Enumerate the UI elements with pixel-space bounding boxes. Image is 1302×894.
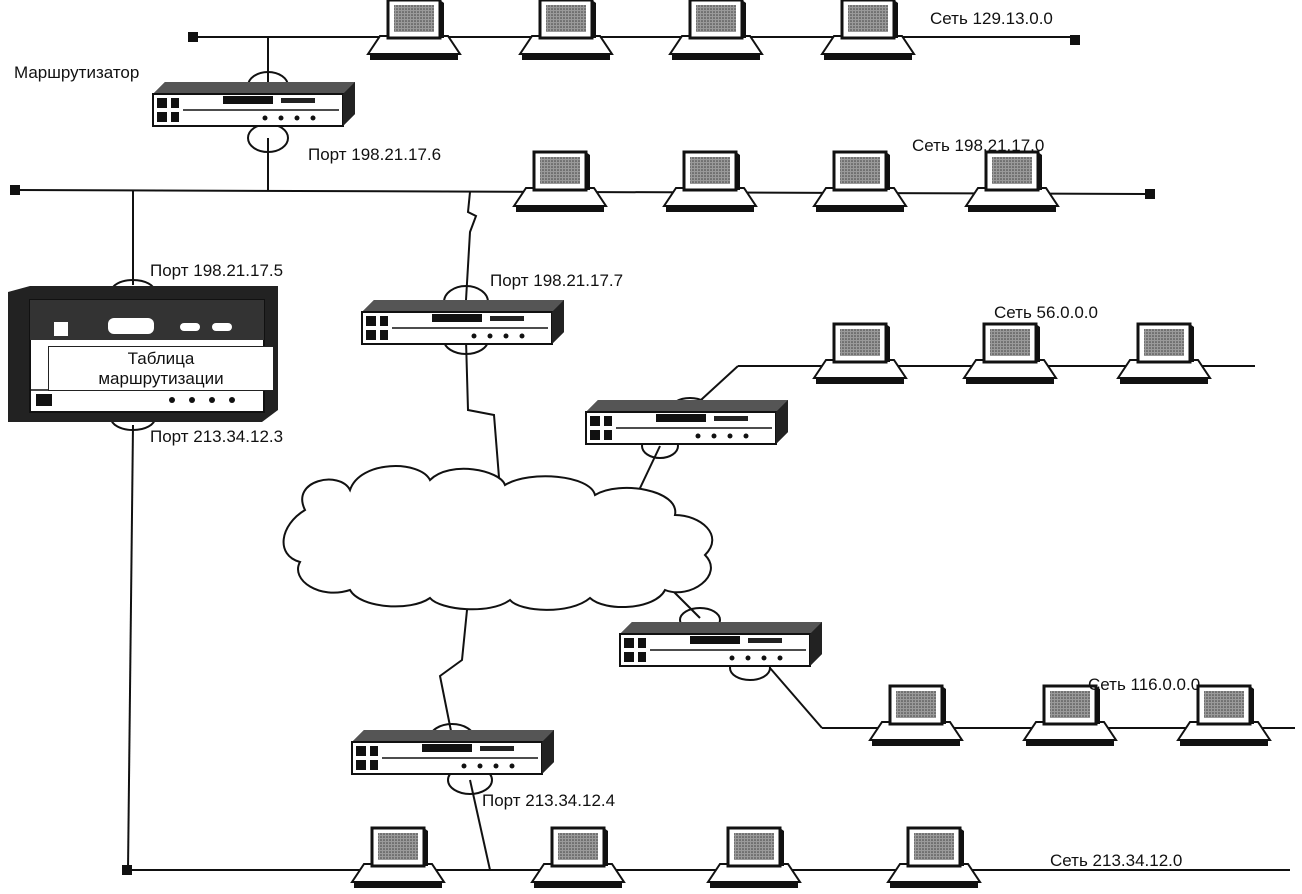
pc-icon — [812, 150, 908, 214]
links — [127, 37, 701, 871]
router-right-lower-icon — [619, 621, 823, 667]
router-label: Маршрутизатор — [14, 63, 140, 82]
routing-table-line2: маршрутизации — [98, 368, 224, 388]
pcs-network-56 — [812, 322, 1212, 386]
router-mid-icon — [361, 299, 565, 345]
network-label-129: Сеть 129.13.0.0 — [930, 9, 1053, 28]
pc-icon — [350, 826, 446, 890]
pcs-network-116 — [868, 684, 1272, 748]
router-top-icon — [152, 81, 356, 127]
pc-icon — [662, 150, 758, 214]
pc-icon — [812, 322, 908, 386]
pc-icon — [868, 684, 964, 748]
port-label-213-4: Порт 213.34.12.4 — [482, 791, 616, 810]
routing-table-label: Таблица маршрутизации — [48, 346, 274, 392]
pc-icon — [886, 826, 982, 890]
router-right-upper-icon — [585, 399, 789, 445]
pc-icon — [706, 826, 802, 890]
pc-icon — [668, 0, 764, 62]
pc-icon — [518, 0, 614, 62]
pc-icon — [530, 826, 626, 890]
pc-icon — [962, 322, 1058, 386]
pcs-network-129 — [366, 0, 916, 62]
port-label-198-6: Порт 198.21.17.6 — [308, 145, 442, 164]
bus-network-129 — [188, 32, 1080, 45]
wan-cloud-icon — [282, 465, 714, 611]
routing-table-line1: Таблица — [127, 349, 195, 368]
pc-icon — [1176, 684, 1272, 748]
pc-icon — [366, 0, 462, 62]
pc-icon — [1116, 322, 1212, 386]
pcs-network-213 — [350, 826, 982, 890]
bus-network-213 — [122, 865, 1290, 875]
port-label-213-3: Порт 213.34.12.3 — [150, 427, 284, 446]
pc-icon — [512, 150, 608, 214]
port-label-198-7: Порт 198.21.17.7 — [490, 271, 624, 290]
pc-icon — [964, 150, 1060, 214]
pc-icon — [1022, 684, 1118, 748]
network-label-213: Сеть 213.34.12.0 — [1050, 851, 1183, 870]
network-label-56: Сеть 56.0.0.0 — [994, 303, 1098, 322]
network-label-116: Сеть 116.0.0.0 — [1088, 675, 1201, 694]
router-bottom-icon — [351, 729, 555, 775]
pcs-network-198 — [512, 150, 1060, 214]
network-label-198: Сеть 198.21.17.0 — [912, 136, 1045, 155]
pc-icon — [820, 0, 916, 62]
port-label-198-5: Порт 198.21.17.5 — [150, 261, 284, 280]
